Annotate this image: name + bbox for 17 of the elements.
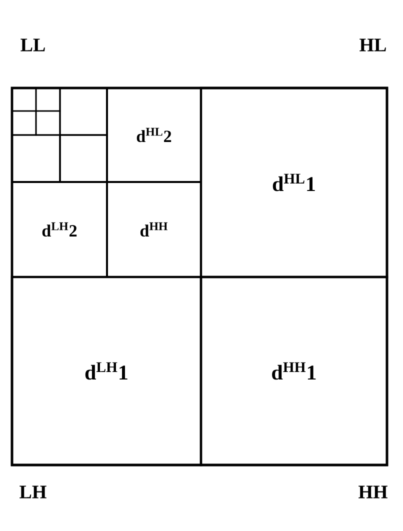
corner-label: HL xyxy=(360,38,386,52)
subband-box: d$^{HL}$2 xyxy=(106,87,202,183)
subband-box xyxy=(11,134,61,183)
subband-box xyxy=(59,134,108,183)
subband-box xyxy=(59,87,108,136)
subband-box: d$^{HL}$1 xyxy=(200,86,388,278)
corner-label: LH xyxy=(20,486,46,498)
corner-label: HH xyxy=(358,486,388,498)
subband-box xyxy=(11,87,37,112)
corner-label: LL xyxy=(20,38,45,52)
subband-box xyxy=(35,87,61,112)
subband-box: d$^{HH}$1 xyxy=(200,276,388,466)
subband-box: d$^{LH}$1 xyxy=(10,276,202,466)
subband-box xyxy=(35,110,61,136)
subband-box: d$^{LH}$2 xyxy=(11,181,108,278)
subband-box: d$^{HH}$ xyxy=(106,181,202,278)
subband-box xyxy=(11,110,37,136)
